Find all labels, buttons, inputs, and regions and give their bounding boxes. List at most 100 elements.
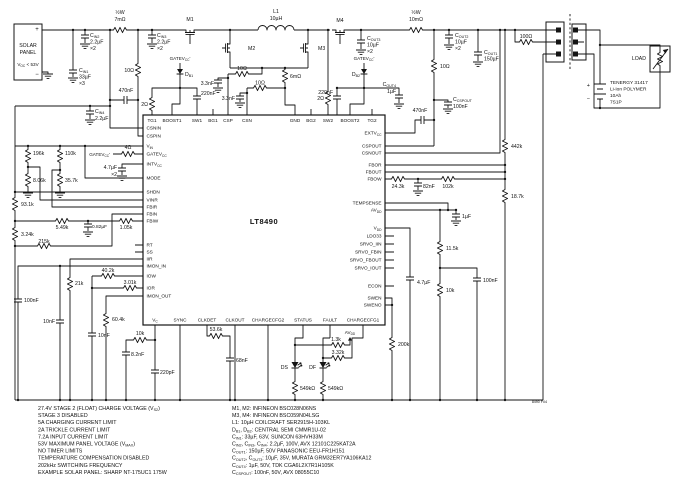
cap-cin4 (85, 110, 95, 115)
pin-label: BG2 (306, 118, 316, 123)
component-label: 11.5k (446, 246, 459, 252)
component-label: 10Ω (255, 81, 265, 87)
cap-cout3 (356, 39, 366, 44)
component-label: 93.1k (21, 202, 34, 208)
resistor-102k (439, 175, 457, 183)
circuit-wiring (14, 14, 669, 401)
component-label: 215k (38, 239, 50, 245)
component-label: 4Ω (125, 145, 132, 151)
resistor-7mohm-shunt (111, 26, 129, 34)
pin-label: CSNOUT (362, 151, 382, 156)
resistor-21k (66, 275, 74, 293)
component-label: 21k (75, 281, 84, 287)
cap-cout4 (394, 94, 404, 99)
resistor-442k (501, 137, 509, 155)
component-label: 100nF (453, 104, 468, 110)
cap-68nf (225, 357, 235, 362)
pin-label: VINR (147, 198, 159, 203)
component-label: ×2 (455, 46, 461, 52)
cap-cout1 (473, 51, 483, 56)
component-label: 10mΩ (409, 17, 423, 23)
component-label: GATEVCC' (170, 56, 191, 62)
component-label: 7mΩ (114, 17, 125, 23)
cap-82nf (413, 182, 423, 187)
connector-pin (556, 39, 561, 45)
pin-label: TEMPSENSE (353, 201, 382, 206)
note-line: COUT2, COUT3: 10µF, 35V, MURATA GRM32ER7… (232, 456, 371, 462)
resistor-100ohm (517, 38, 535, 46)
resistor-10mohm-shunt (407, 26, 425, 34)
component-label: 53.6k (210, 327, 223, 333)
pin-label: FBOW (367, 177, 382, 182)
resistor-53p6k (207, 332, 225, 340)
component-label: L1 (273, 9, 279, 15)
component-label: COUT4 (383, 82, 396, 88)
component-label: 100nF (24, 298, 39, 304)
component-label: COUT3 (367, 36, 380, 42)
pin-label: CSPIN (147, 134, 161, 139)
ground-symbol (84, 119, 96, 125)
pin-label: GATEVCC (147, 152, 168, 158)
pin-label: SRVO_IIN (360, 242, 382, 247)
resistor-8p06k (24, 171, 32, 189)
resistor-93p1k (11, 195, 19, 213)
resistor-10k-vc (131, 336, 149, 344)
pin-label: IMON_IN (147, 264, 167, 269)
resistor-5p49k (53, 217, 71, 225)
cap-1uf-avdd (451, 213, 461, 218)
component-label: 442k (511, 144, 523, 150)
led-ds-status (291, 361, 303, 372)
component-label: − (35, 72, 39, 78)
pin-label: RT (147, 243, 153, 248)
component-label: CIN1 (79, 68, 88, 74)
component-label: 10nF (43, 319, 55, 325)
note-line: CCSPOUT: 100nF, 50V, AVX 08055C10 (232, 470, 319, 476)
note-line: EXAMPLE SOLAR PANEL: SHARP NT-175UC1 175… (38, 470, 167, 476)
cap-3p3nf-csn (235, 95, 245, 100)
pin-label: CSNIN (147, 126, 162, 131)
pin-label: CSP (223, 118, 233, 123)
component-label: DS (281, 365, 289, 371)
component-label: 10Ω (237, 66, 247, 72)
component-label: 102k (442, 184, 454, 190)
component-label: 2Ω (317, 96, 324, 102)
pin-label: BOOST1 (162, 118, 181, 123)
cap-cin3 (147, 34, 157, 39)
component-label: CCSPOUT (453, 97, 473, 103)
cap-10nf-a (55, 319, 65, 324)
resistor-18p7k (501, 187, 509, 205)
component-label: 0.82µF (92, 224, 107, 230)
note-line: 202kHz SWITCHING FREQUENCY (38, 463, 123, 469)
chip-name: LT8490 (250, 217, 278, 226)
cap-4p7uf-vdd (405, 276, 415, 281)
note-line: 2A TRICKLE CURRENT LIMIT (38, 427, 111, 433)
pin-label: IOW (147, 274, 157, 279)
ground-symbol (22, 192, 34, 198)
component-label: COUT2 (455, 33, 468, 39)
component-label: M4 (336, 18, 343, 24)
pin-label: IIR (147, 257, 154, 262)
component-label: 24.3k (392, 184, 405, 190)
inductor-l1 (257, 25, 295, 31)
ground-symbol (234, 102, 246, 108)
cap-0p82uf (83, 223, 93, 228)
component-label: ½W (411, 9, 420, 16)
component-label: DF (309, 365, 316, 371)
component-label: 18.7k (511, 194, 524, 200)
note-line: M3, M4: INFINEON BSC059N04LSG (232, 413, 319, 419)
component-label: CIN3 (157, 33, 166, 39)
pin-label: VIN (147, 144, 154, 150)
pin-label: SW2 (323, 118, 334, 123)
component-label: 10k (446, 288, 455, 294)
mosfet-m1 (181, 29, 199, 39)
mosfet-m4 (331, 29, 349, 39)
notes-layer: 27.4V STAGE 2 (FLOAT) CHARGE VOLTAGE (VS… (38, 406, 371, 476)
mosfet-m3 (299, 39, 309, 57)
component-label: 10Ah (610, 93, 622, 99)
component-label: ×2 (90, 46, 96, 52)
resistor-3p24k (11, 225, 19, 243)
pin-label: SW1 (192, 118, 203, 123)
